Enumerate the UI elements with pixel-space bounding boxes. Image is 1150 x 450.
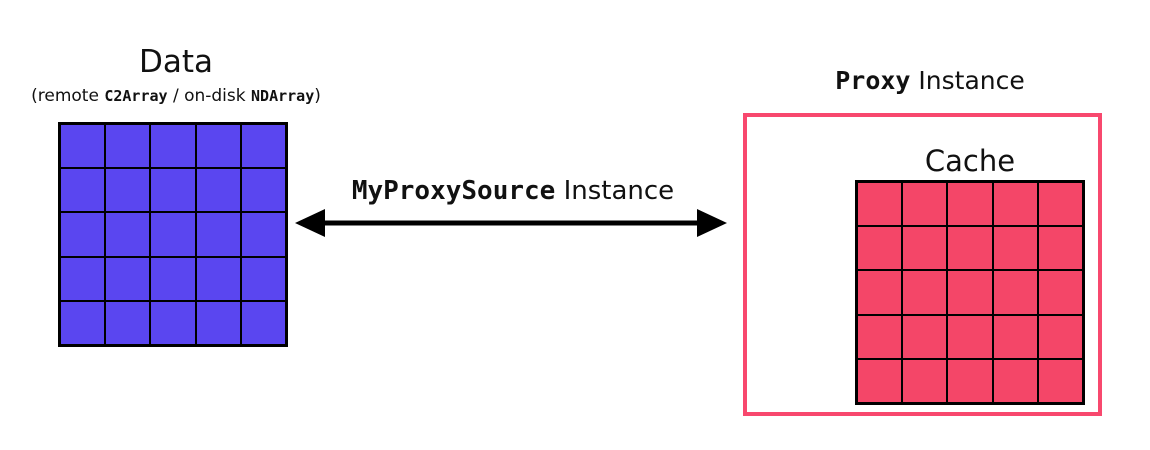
grid-cell <box>902 226 948 271</box>
grid-cell <box>240 124 286 169</box>
grid-cell <box>150 124 196 169</box>
grid-cell <box>150 256 196 301</box>
data-title: Data <box>138 44 214 80</box>
grid-cell <box>150 212 196 257</box>
arrow-head-left-icon <box>295 209 325 237</box>
grid-cell <box>105 168 151 213</box>
data-array-grid <box>58 122 288 347</box>
grid-cell <box>195 124 241 169</box>
grid-cell <box>857 182 903 227</box>
grid-cell <box>240 256 286 301</box>
proxy-source-code-label: MyProxySource <box>351 176 556 206</box>
proxy-instance-title: Proxy Instance <box>745 66 1115 95</box>
c2array-code: C2Array <box>104 87 168 105</box>
grid-cell <box>195 256 241 301</box>
grid-cell <box>857 358 903 403</box>
grid-cell <box>992 358 1038 403</box>
proxy-source-label: MyProxySource Instance <box>320 176 706 206</box>
grid-cell <box>60 124 106 169</box>
proxy-code-label: Proxy <box>835 66 911 95</box>
grid-cell <box>902 182 948 227</box>
proxy-source-instance-label: Instance <box>555 176 675 206</box>
grid-cell <box>150 300 196 345</box>
grid-cell <box>105 300 151 345</box>
grid-cell <box>240 300 286 345</box>
grid-cell <box>150 168 196 213</box>
cache-grid <box>855 180 1085 405</box>
grid-cell <box>195 212 241 257</box>
grid-cell <box>195 300 241 345</box>
arrow-head-right-icon <box>697 209 727 237</box>
grid-cell <box>195 168 241 213</box>
grid-cell <box>1037 358 1083 403</box>
grid-cell <box>992 226 1038 271</box>
grid-cell <box>60 256 106 301</box>
grid-cell <box>857 270 903 315</box>
cache-label: Cache <box>924 144 1016 178</box>
grid-cell <box>947 270 993 315</box>
grid-cell <box>1037 314 1083 359</box>
grid-cell <box>1037 182 1083 227</box>
ndarray-code: NDArray <box>251 87 315 105</box>
grid-cell <box>240 168 286 213</box>
grid-cell <box>992 270 1038 315</box>
grid-cell <box>105 212 151 257</box>
grid-cell <box>857 314 903 359</box>
grid-cell <box>60 212 106 257</box>
data-subtitle: (remote C2Array / on-disk NDArray) <box>0 86 352 106</box>
grid-cell <box>947 226 993 271</box>
grid-cell <box>105 124 151 169</box>
grid-cell <box>947 358 993 403</box>
grid-cell <box>902 270 948 315</box>
grid-cell <box>1037 226 1083 271</box>
subtitle-prefix: (remote <box>31 86 105 106</box>
grid-cell <box>992 182 1038 227</box>
grid-cell <box>60 300 106 345</box>
bidirectional-arrow <box>295 209 727 237</box>
grid-cell <box>105 256 151 301</box>
grid-cell <box>992 314 1038 359</box>
subtitle-suffix: ) <box>314 86 321 106</box>
grid-cell <box>240 212 286 257</box>
proxy-instance-rest-label: Instance <box>910 66 1025 95</box>
grid-cell <box>857 226 903 271</box>
grid-cell <box>902 358 948 403</box>
grid-cell <box>60 168 106 213</box>
grid-cell <box>947 182 993 227</box>
grid-cell <box>1037 270 1083 315</box>
subtitle-middle: / on-disk <box>167 86 252 106</box>
grid-cell <box>902 314 948 359</box>
grid-cell <box>947 314 993 359</box>
